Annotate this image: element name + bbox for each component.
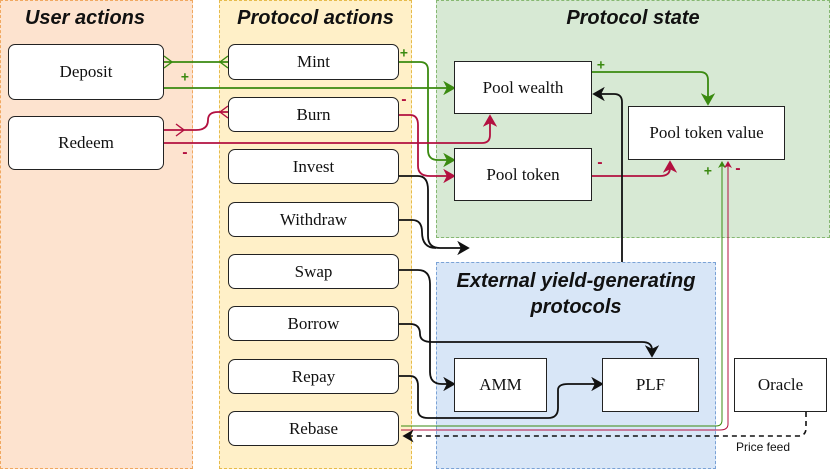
node-plf-label: PLF: [635, 375, 666, 394]
lane-title-protocol-state: Protocol state: [566, 7, 700, 29]
node-deposit: Deposit: [8, 44, 164, 100]
sign-wealth-plus: +: [597, 58, 605, 73]
node-repay: Repay: [228, 359, 399, 394]
node-withdraw-label: Withdraw: [279, 209, 348, 229]
node-amm-label: AMM: [479, 375, 522, 394]
node-pool-token-label: Pool token: [486, 164, 560, 184]
lane-title-protocol-actions: Protocol actions: [237, 7, 394, 29]
price-feed-label: Price feed: [734, 440, 793, 454]
sign-rebase-plus: +: [704, 164, 712, 179]
node-rebase: Rebase: [228, 411, 399, 446]
node-swap-label: Swap: [294, 261, 333, 281]
node-invest: Invest: [228, 149, 399, 184]
node-swap: Swap: [228, 254, 399, 289]
node-amm: AMM: [454, 358, 547, 412]
sign-redeem-minus: -: [181, 146, 189, 161]
node-redeem-label: Redeem: [58, 133, 114, 152]
node-deposit-label: Deposit: [59, 62, 113, 81]
node-invest-label: Invest: [292, 156, 335, 176]
node-burn: Burn: [228, 97, 399, 132]
node-rebase-label: Rebase: [288, 418, 339, 438]
sign-burn-minus: -: [400, 93, 408, 108]
node-oracle: Oracle: [734, 358, 827, 412]
lane-title-external-line1: External yield-generating: [456, 270, 696, 292]
node-repay-label: Repay: [291, 366, 336, 386]
node-mint-label: Mint: [296, 52, 331, 71]
node-plf: PLF: [602, 358, 699, 412]
sign-token-minus: -: [596, 156, 604, 171]
lane-title-user-actions: User actions: [24, 7, 146, 29]
node-oracle-label: Oracle: [757, 375, 804, 394]
node-burn-label: Burn: [296, 104, 331, 124]
node-borrow: Borrow: [228, 306, 399, 341]
node-withdraw: Withdraw: [228, 202, 399, 237]
sign-mint-plus: +: [400, 46, 408, 61]
node-pool-token: Pool token: [454, 148, 592, 201]
node-redeem: Redeem: [8, 116, 164, 170]
node-pool-token-value: Pool token value: [628, 106, 785, 160]
sign-deposit-plus: +: [181, 70, 189, 85]
sign-rebase-minus: -: [734, 162, 742, 177]
node-mint: Mint: [228, 44, 399, 80]
node-pool-wealth-label: Pool wealth: [482, 77, 564, 97]
lane-title-external-line2: protocols: [530, 296, 622, 318]
node-borrow-label: Borrow: [287, 313, 340, 333]
node-pool-wealth: Pool wealth: [454, 61, 592, 114]
node-pool-token-value-label: Pool token value: [649, 123, 764, 142]
